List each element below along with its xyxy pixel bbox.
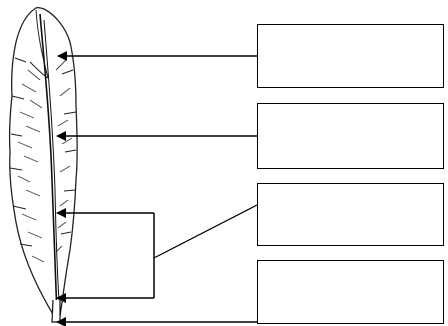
feather-illustration (10, 8, 78, 322)
pointer-lines (57, 56, 257, 322)
label-box-2[interactable] (257, 103, 444, 169)
label-box-4[interactable] (257, 260, 444, 324)
connector-line-3 (154, 205, 257, 258)
feather-calamus (52, 300, 60, 322)
label-box-3[interactable] (257, 183, 444, 246)
label-box-1[interactable] (257, 24, 444, 88)
